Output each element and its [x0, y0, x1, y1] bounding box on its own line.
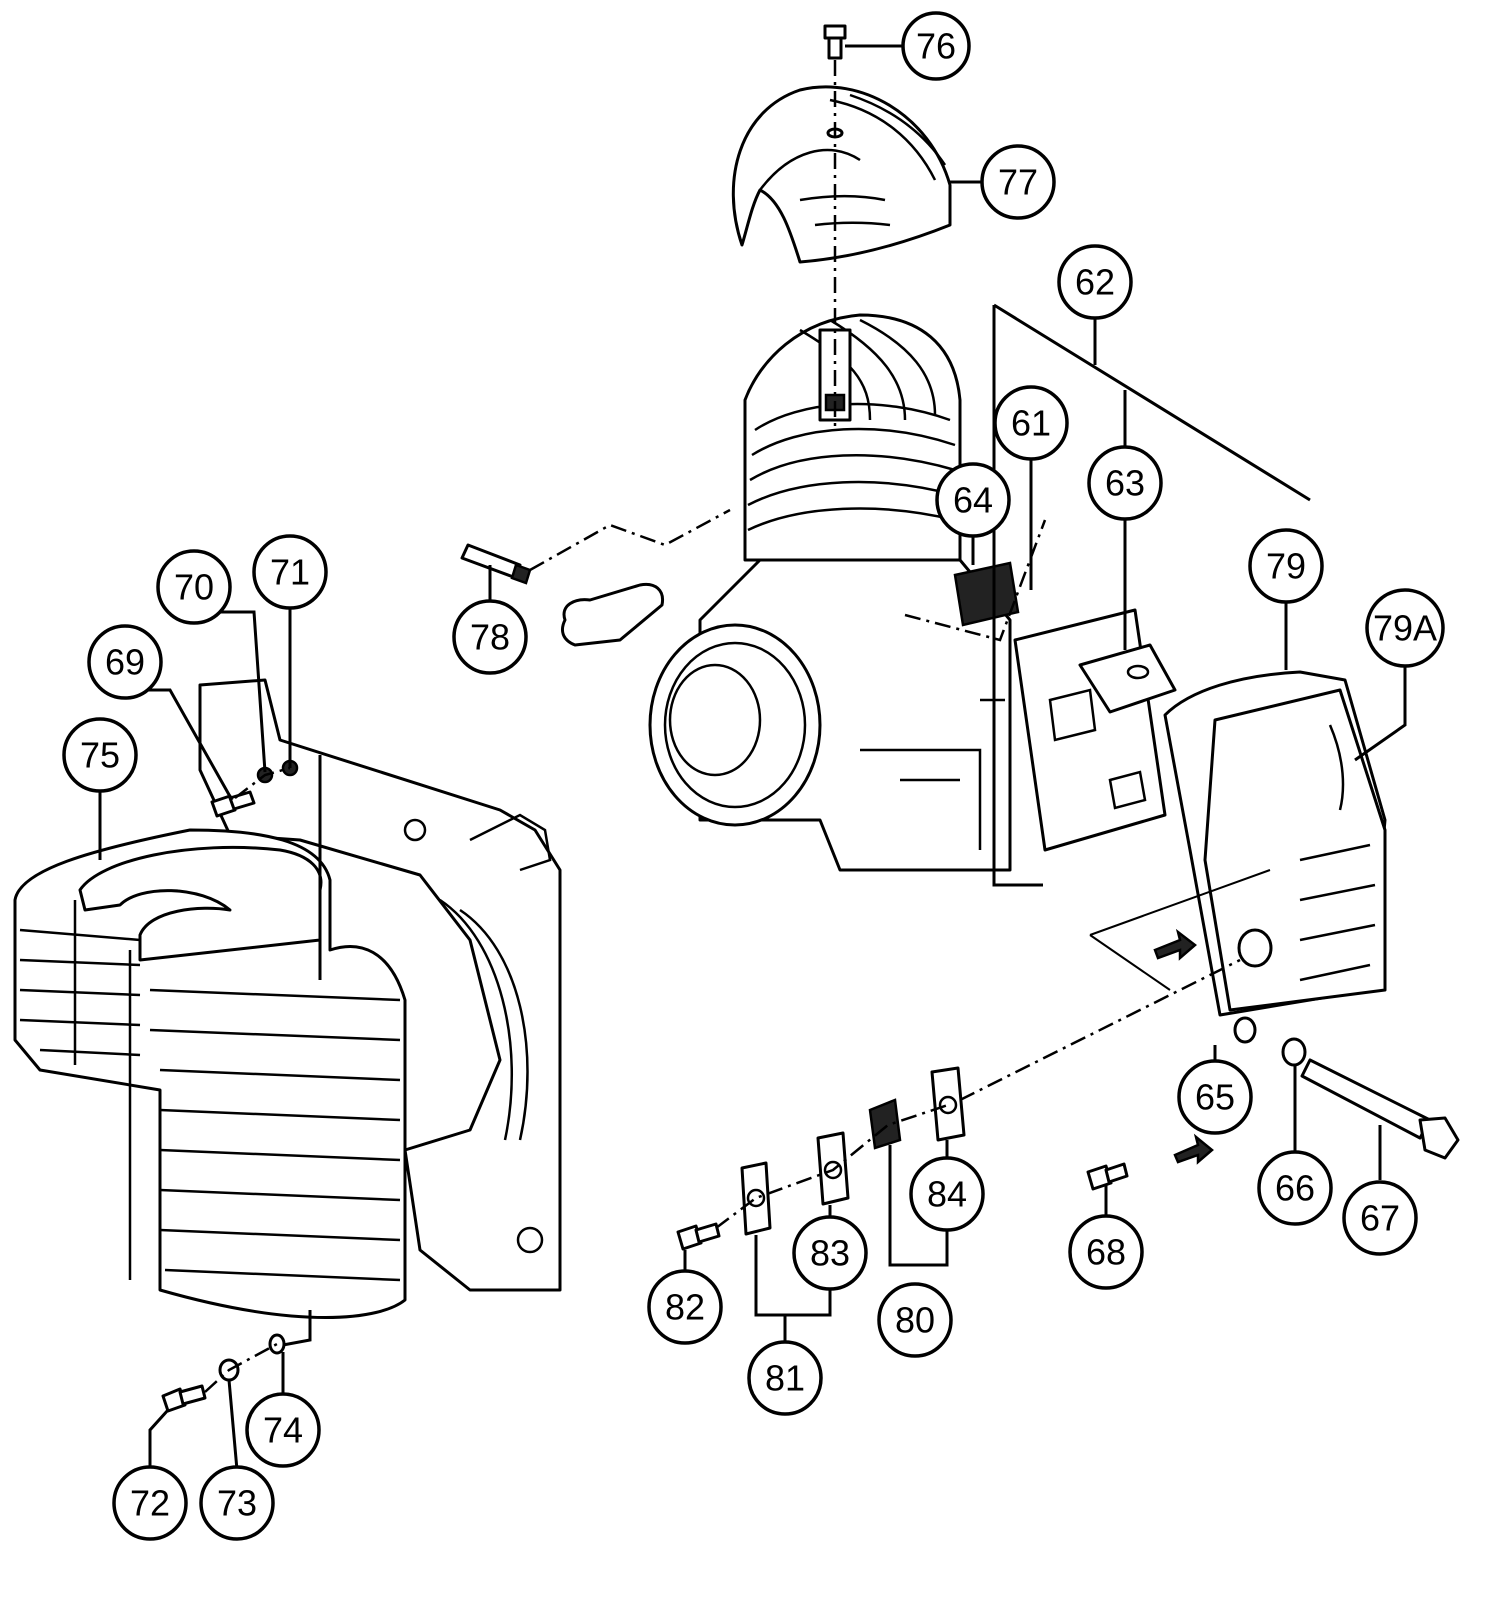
washer-66-part: [1281, 1037, 1307, 1067]
callout-67: 67: [1342, 1180, 1418, 1256]
svg-text:77: 77: [998, 162, 1038, 203]
callout-63: 63: [1087, 445, 1163, 521]
callout-84: 84: [909, 1156, 985, 1232]
bolt-78-part: [460, 543, 532, 585]
callout-72: 72: [112, 1465, 188, 1541]
svg-text:80: 80: [895, 1300, 935, 1341]
svg-text:63: 63: [1105, 463, 1145, 504]
svg-text:79A: 79A: [1373, 608, 1437, 649]
callout-83: 83: [792, 1215, 868, 1291]
clip-80-part: [868, 1098, 902, 1150]
engine-block-part: [561, 313, 1020, 872]
svg-text:76: 76: [916, 26, 956, 67]
svg-text:62: 62: [1075, 262, 1115, 303]
callout-62: 62: [1057, 244, 1133, 320]
svg-text:83: 83: [810, 1233, 850, 1274]
callout-78: 78: [452, 599, 528, 675]
callout-77: 77: [980, 144, 1056, 220]
svg-text:79: 79: [1266, 546, 1306, 587]
callout-82: 82: [647, 1269, 723, 1345]
gasket-84-part: [930, 1066, 966, 1142]
screw-76-part: [823, 24, 847, 60]
svg-text:73: 73: [217, 1483, 257, 1524]
svg-text:64: 64: [953, 480, 993, 521]
axis-line-muffler-bolts: [959, 958, 1241, 1102]
callout-81: 81: [747, 1340, 823, 1416]
callout-66: 66: [1257, 1150, 1333, 1226]
head-cover-77-part: [731, 85, 952, 264]
svg-text:74: 74: [263, 1410, 303, 1451]
callout-61: 61: [993, 385, 1069, 461]
svg-text:66: 66: [1275, 1168, 1315, 1209]
callout-75: 75: [62, 717, 138, 793]
callout-71: 71: [252, 534, 328, 610]
axis-line-gaskets: [715, 1103, 949, 1229]
axis-line-housing: [234, 766, 291, 799]
axis-line-lower-bolts: [204, 1342, 278, 1393]
callout-76: 76: [901, 11, 971, 81]
fan-housing-part: [198, 678, 562, 1292]
svg-text:69: 69: [105, 642, 145, 683]
callout-80: 80: [877, 1282, 953, 1358]
svg-text:78: 78: [470, 617, 510, 658]
callout-79: 79: [1248, 528, 1324, 604]
shroud-75-part: [13, 828, 407, 1319]
svg-text:68: 68: [1086, 1232, 1126, 1273]
callout-79A: 79A: [1365, 588, 1445, 668]
svg-text:61: 61: [1011, 403, 1051, 444]
callout-65: 65: [1177, 1059, 1253, 1135]
exhaust-plate-part: [1013, 608, 1177, 852]
callout-74: 74: [245, 1392, 321, 1468]
callout-69: 69: [87, 624, 163, 700]
muffler-base-outline: [1089, 869, 1271, 991]
svg-text:67: 67: [1360, 1198, 1400, 1239]
svg-text:71: 71: [270, 552, 310, 593]
callout-73: 73: [199, 1465, 275, 1541]
svg-text:75: 75: [80, 735, 120, 776]
bolt-67-part: [1300, 1058, 1460, 1160]
callout-68: 68: [1068, 1214, 1144, 1290]
washer-73-74-part: [218, 1333, 286, 1382]
svg-text:84: 84: [927, 1174, 967, 1215]
svg-text:81: 81: [765, 1358, 805, 1399]
callout-64: 64: [935, 462, 1011, 538]
axis-line-starter: [529, 508, 731, 572]
svg-text:70: 70: [174, 567, 214, 608]
gasket-81-part: [740, 1161, 772, 1236]
callout-70: 70: [156, 549, 232, 625]
bolt-68-part: [1086, 1162, 1129, 1191]
bolt-72-part: [161, 1384, 207, 1413]
bolt-82-part: [676, 1222, 721, 1251]
axis-line-exhaust: [904, 519, 1047, 642]
svg-text:72: 72: [130, 1483, 170, 1524]
muffler-part: [1153, 670, 1387, 1165]
svg-text:65: 65: [1195, 1077, 1235, 1118]
svg-text:82: 82: [665, 1287, 705, 1328]
